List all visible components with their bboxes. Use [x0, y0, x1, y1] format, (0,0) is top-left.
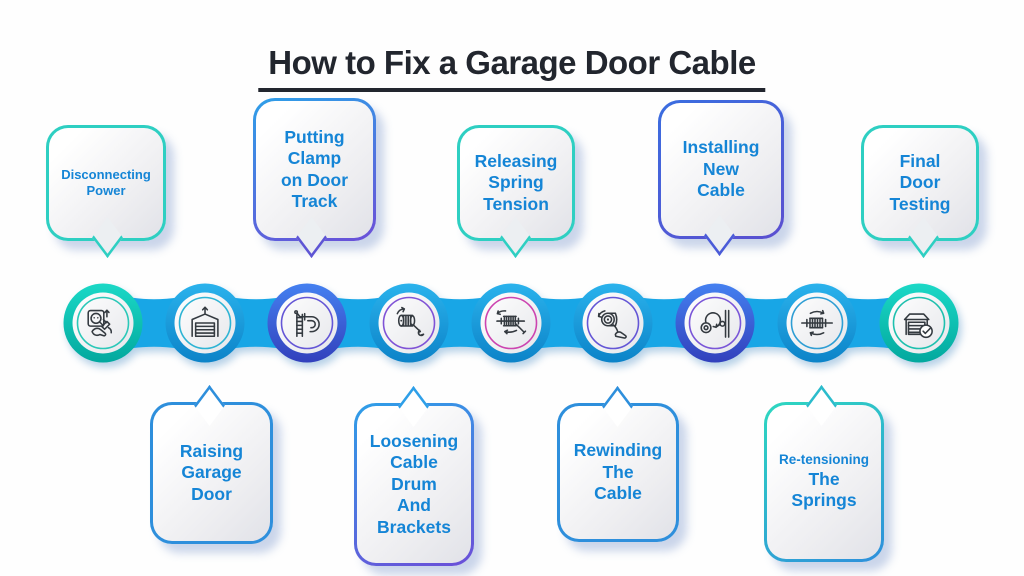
bubble-label: Raising Garage Door [179, 440, 244, 504]
spring-winding-bar-icon [496, 310, 527, 335]
power-plug-hand-icon [87, 309, 113, 337]
garage-check-icon [903, 313, 933, 339]
bubble-label: The Springs [791, 468, 857, 511]
bubble-label-small: Re-tensioning [779, 452, 869, 468]
bubble-label: Releasing Spring Tension [474, 150, 558, 214]
garage-door-up-icon [191, 306, 219, 338]
bubble-label: Final Door Testing [889, 150, 951, 214]
drum-rewind-hand-icon [597, 310, 627, 339]
bubble-releasing-spring-tension: Releasing Spring Tension [457, 125, 575, 259]
page-title: How to Fix a Garage Door Cable [258, 44, 766, 93]
bubble-label: Disconnecting Power [61, 166, 151, 198]
new-cable-loop-icon [700, 309, 730, 338]
bubble-retensioning-springs: Re-tensioning The Springs [764, 384, 884, 562]
bubble-final-door-testing: Final Door Testing [861, 125, 979, 259]
cable-drum-wrench-icon [396, 306, 425, 337]
bubble-installing-new-cable: Installing New Cable [658, 100, 784, 257]
bubble-label: Putting Clamp on Door Track [280, 126, 349, 211]
bubble-label: Installing New Cable [682, 137, 760, 201]
bubble-raising-garage-door: Raising Garage Door [150, 384, 273, 544]
bubble-putting-clamp: Putting Clamp on Door Track [253, 98, 376, 259]
bubble-disconnecting-power: Disconnecting Power [46, 125, 166, 259]
bubble-rewinding-cable: Rewinding The Cable [557, 385, 679, 542]
clamp-on-track-icon [294, 310, 320, 338]
bubble-label: Loosening Cable Drum And Brackets [369, 431, 459, 537]
bubble-loosening-cable-drum: Loosening Cable Drum And Brackets [354, 385, 474, 566]
spring-rotate-icon [801, 309, 834, 337]
bubble-label: Rewinding The Cable [573, 440, 663, 504]
